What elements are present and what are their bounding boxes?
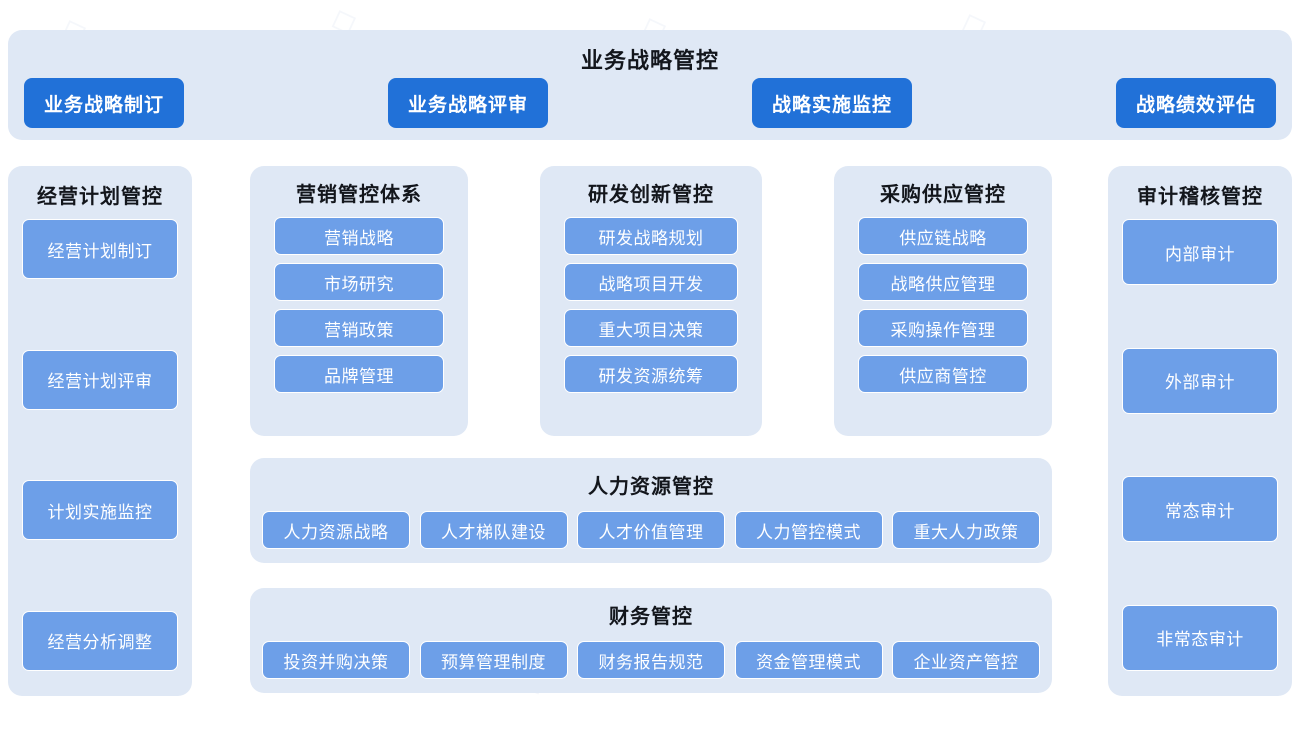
chip-stack-procurement-supply-control: 供应链战略 战略供应管理 采购操作管理 供应商管控	[834, 217, 1052, 393]
panel-title-business-plan-control: 经营计划管控	[37, 186, 163, 208]
chip-strategic-supply-mgmt[interactable]: 战略供应管理	[858, 263, 1028, 301]
chip-major-project-decision[interactable]: 重大项目决策	[564, 309, 738, 347]
chip-talent-pipeline[interactable]: 人才梯队建设	[419, 511, 568, 549]
chip-internal-audit[interactable]: 内部审计	[1122, 219, 1278, 285]
panel-title-human-resource-control: 人力资源管控	[588, 476, 714, 498]
panel-title-procurement-supply-control: 采购供应管控	[880, 184, 1006, 206]
chip-brand-management[interactable]: 品牌管理	[274, 355, 444, 393]
panel-title-audit-inspection-control: 审计稽核管控	[1137, 186, 1263, 208]
chip-rnd-resource-coordination[interactable]: 研发资源统筹	[564, 355, 738, 393]
chip-plan-review[interactable]: 经营计划评审	[22, 349, 178, 410]
panel-title-financial-control: 财务管控	[609, 606, 693, 628]
chip-investment-ma-decision[interactable]: 投资并购决策	[262, 641, 410, 679]
business-strategy-banner: 业务战略管控 业务战略制订 业务战略评审 战略实施监控 战略绩效评估	[8, 30, 1292, 140]
banner-button-strategy-review[interactable]: 业务战略评审	[388, 78, 548, 128]
chip-stack-marketing-control: 营销战略 市场研究 营销政策 品牌管理	[250, 217, 468, 393]
chip-plan-monitoring[interactable]: 计划实施监控	[22, 480, 178, 541]
chip-stack-business-plan-control: 经营计划制订 经营计划评审 计划实施监控 经营分析调整	[8, 219, 192, 671]
chip-marketing-strategy[interactable]: 营销战略	[274, 217, 444, 255]
banner-button-row: 业务战略制订 业务战略评审 战略实施监控 战略绩效评估	[8, 78, 1292, 128]
chip-rnd-strategy-planning[interactable]: 研发战略规划	[564, 217, 738, 255]
chip-hr-control-model[interactable]: 人力管控模式	[734, 511, 883, 549]
chip-financial-reporting[interactable]: 财务报告规范	[577, 641, 725, 679]
banner-title: 业务战略管控	[580, 48, 719, 73]
panel-procurement-supply-control: 采购供应管控 供应链战略 战略供应管理 采购操作管理 供应商管控	[834, 166, 1052, 436]
panel-title-rnd-innovation-control: 研发创新管控	[588, 184, 714, 206]
chip-nonroutine-audit[interactable]: 非常态审计	[1122, 604, 1278, 671]
chip-external-audit[interactable]: 外部审计	[1122, 347, 1278, 414]
panel-title-marketing-control: 营销管控体系	[296, 184, 422, 206]
chip-market-research[interactable]: 市场研究	[274, 263, 444, 301]
chip-supplier-control[interactable]: 供应商管控	[858, 355, 1028, 393]
chip-stack-audit-inspection-control: 内部审计 外部审计 常态审计 非常态审计	[1108, 219, 1292, 671]
chip-fund-management-model[interactable]: 资金管理模式	[734, 641, 883, 679]
chip-budget-management[interactable]: 预算管理制度	[419, 641, 568, 679]
panel-marketing-control: 营销管控体系 营销战略 市场研究 营销政策 品牌管理	[250, 166, 468, 436]
chip-procurement-operations[interactable]: 采购操作管理	[858, 309, 1028, 347]
chip-marketing-policy[interactable]: 营销政策	[274, 309, 444, 347]
chip-supply-chain-strategy[interactable]: 供应链战略	[858, 217, 1028, 255]
chip-plan-formulation[interactable]: 经营计划制订	[22, 219, 178, 279]
panel-financial-control: 财务管控 投资并购决策 预算管理制度 财务报告规范 资金管理模式 企业资产管控	[250, 588, 1052, 693]
banner-button-strategy-formulation[interactable]: 业务战略制订	[24, 78, 184, 128]
panel-business-plan-control: 经营计划管控 经营计划制订 经营计划评审 计划实施监控 经营分析调整	[8, 166, 192, 696]
panel-audit-inspection-control: 审计稽核管控 内部审计 外部审计 常态审计 非常态审计	[1108, 166, 1292, 696]
banner-button-strategy-monitoring[interactable]: 战略实施监控	[752, 78, 912, 128]
chip-plan-analysis[interactable]: 经营分析调整	[22, 610, 178, 671]
chip-row-financial-control: 投资并购决策 预算管理制度 财务报告规范 资金管理模式 企业资产管控	[250, 641, 1052, 679]
chip-row-human-resource-control: 人力资源战略 人才梯队建设 人才价值管理 人力管控模式 重大人力政策	[250, 511, 1052, 549]
chip-talent-value-mgmt[interactable]: 人才价值管理	[577, 511, 725, 549]
chip-enterprise-asset-control[interactable]: 企业资产管控	[892, 641, 1040, 679]
banner-button-strategy-performance[interactable]: 战略绩效评估	[1116, 78, 1276, 128]
panel-rnd-innovation-control: 研发创新管控 研发战略规划 战略项目开发 重大项目决策 研发资源统筹	[540, 166, 762, 436]
chip-routine-audit[interactable]: 常态审计	[1122, 476, 1278, 543]
chip-strategic-project-dev[interactable]: 战略项目开发	[564, 263, 738, 301]
chip-hr-strategy[interactable]: 人力资源战略	[262, 511, 410, 549]
chip-stack-rnd-innovation-control: 研发战略规划 战略项目开发 重大项目决策 研发资源统筹	[540, 217, 762, 393]
chip-major-hr-policy[interactable]: 重大人力政策	[892, 511, 1040, 549]
panel-human-resource-control: 人力资源管控 人力资源战略 人才梯队建设 人才价值管理 人力管控模式 重大人力政…	[250, 458, 1052, 563]
